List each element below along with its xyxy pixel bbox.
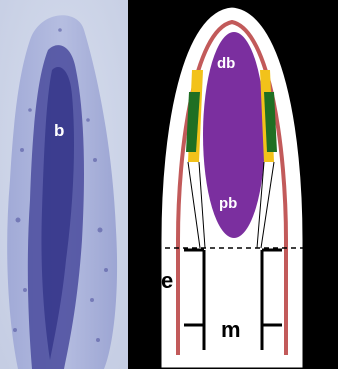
label-db: db xyxy=(217,55,235,72)
stained-tissue-image: b xyxy=(0,0,128,369)
label-pb: pb xyxy=(219,195,237,212)
label-b: b xyxy=(54,121,64,140)
schematic-svg: db pb e m xyxy=(128,0,338,369)
label-e: e xyxy=(161,268,173,293)
label-m: m xyxy=(221,317,241,342)
schematic-diagram: db pb e m xyxy=(128,0,338,369)
stained-tissue-photo: b xyxy=(0,0,128,369)
